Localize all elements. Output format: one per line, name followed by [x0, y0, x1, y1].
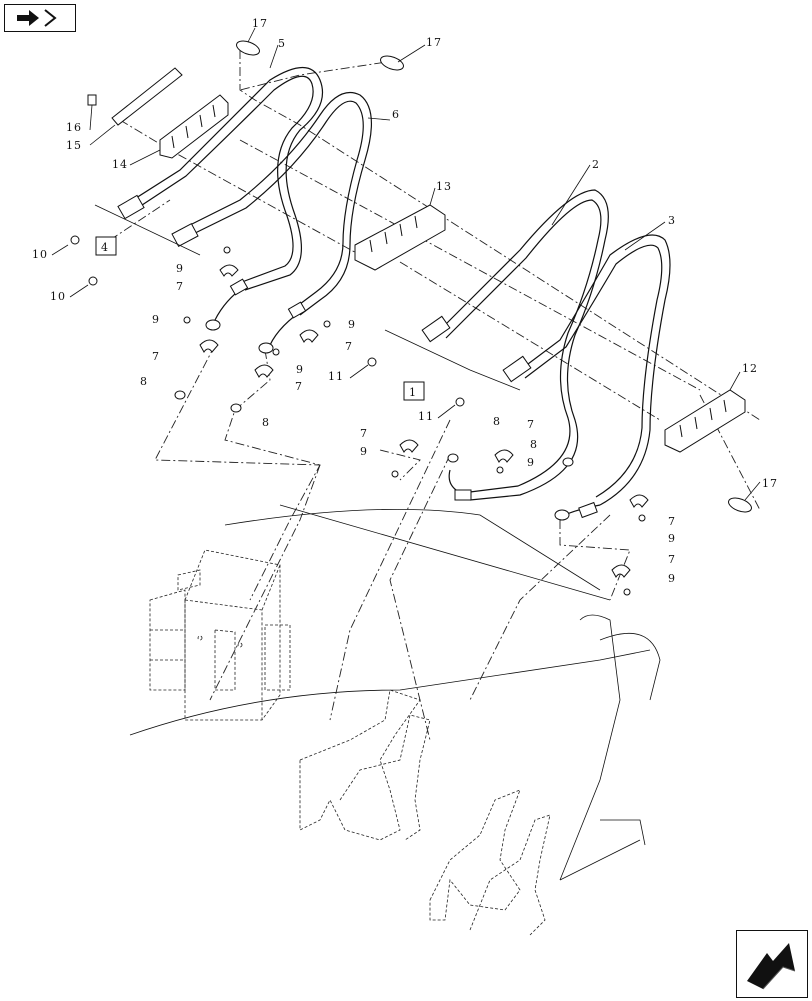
group-1-frame: [384, 329, 521, 401]
callout-3: 3: [668, 214, 676, 227]
leader-lines: [51, 27, 761, 501]
clamp-block-12: [664, 389, 746, 453]
callout-10: 10: [32, 248, 48, 261]
small-parts: [70, 235, 649, 596]
callout-13: 13: [436, 180, 452, 193]
callout-1: 1: [409, 386, 417, 399]
hose-2: [439, 189, 609, 501]
callout-7: 7: [176, 280, 184, 293]
callout-7: 7: [527, 418, 535, 431]
callout-9: 9: [152, 313, 160, 326]
callout-10: 10: [50, 290, 66, 303]
clamp-block-14: [159, 94, 229, 159]
callout-7: 7: [345, 340, 353, 353]
callout-17: 17: [762, 477, 778, 490]
forward-arrow-icon: [747, 943, 796, 990]
control-valve-block: [149, 549, 291, 721]
callout-7: 7: [295, 380, 303, 393]
machine-outline: [129, 504, 661, 881]
callouts: 1 2 3 4 5 6 7 7 7 7 7 7 7 7 8 8 8 8 8 9 …: [32, 17, 778, 585]
callout-11: 11: [418, 410, 434, 423]
callout-9: 9: [668, 532, 676, 545]
callout-9: 9: [360, 445, 368, 458]
previous-page-button[interactable]: [4, 4, 76, 32]
back-arrow-icon: [17, 9, 57, 27]
callout-8: 8: [530, 438, 538, 451]
hose-fittings: [117, 194, 601, 519]
callout-7: 7: [668, 553, 676, 566]
callout-8: 8: [262, 416, 270, 429]
assembly-lines: [109, 50, 761, 741]
callout-14: 14: [112, 158, 128, 171]
callout-17: 17: [252, 17, 268, 30]
callout-2: 2: [592, 158, 600, 171]
callout-9: 9: [527, 456, 535, 469]
next-page-button[interactable]: [736, 930, 808, 998]
callout-16: 16: [66, 121, 82, 134]
hose-3: [519, 234, 671, 506]
cable-ties-17: [236, 40, 752, 513]
callout-15: 15: [66, 139, 82, 152]
hose-6: [179, 91, 373, 316]
callout-7: 7: [668, 515, 676, 528]
callout-9: 9: [296, 363, 304, 376]
hose-5: [124, 67, 324, 291]
callout-9: 9: [348, 318, 356, 331]
callout-8: 8: [140, 375, 148, 388]
plate-15: [111, 67, 183, 126]
callout-12: 12: [742, 362, 758, 375]
screw-16: [87, 94, 97, 106]
callout-8: 8: [493, 415, 501, 428]
callout-7: 7: [360, 427, 368, 440]
callout-6: 6: [392, 108, 400, 121]
group-4-frame: [94, 204, 201, 256]
callout-7: 7: [152, 350, 160, 363]
callout-9: 9: [176, 262, 184, 275]
callout-17: 17: [426, 36, 442, 49]
callout-11: 11: [328, 370, 344, 383]
callout-4: 4: [101, 241, 109, 254]
clamp-block-13: [354, 204, 446, 271]
callout-5: 5: [278, 37, 286, 50]
callout-9: 9: [668, 572, 676, 585]
fork-tines: [299, 689, 551, 936]
